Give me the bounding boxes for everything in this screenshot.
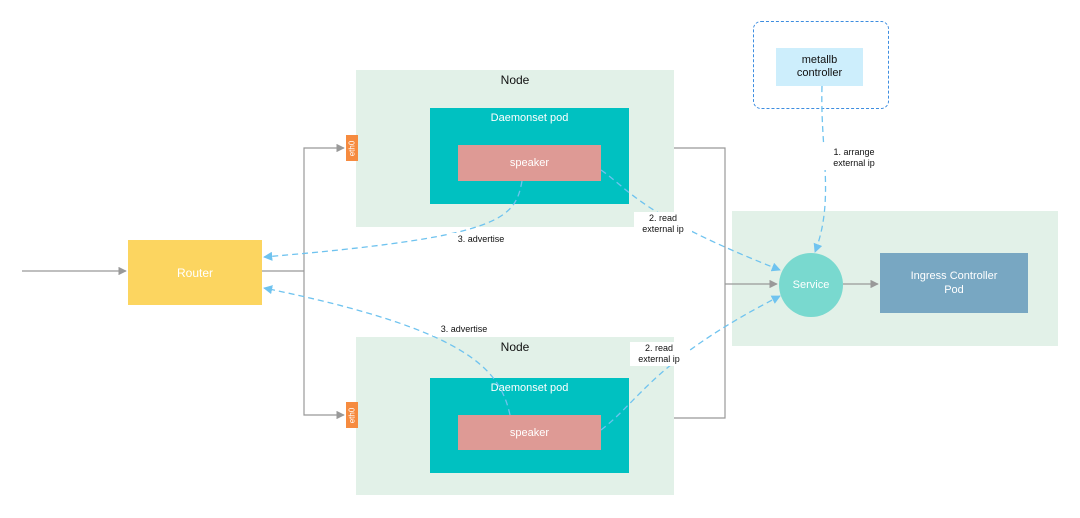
advertise-bottom-arrow — [263, 285, 511, 416]
router-to-eth-top — [303, 143, 345, 271]
arrange-external-ip-arrow — [813, 85, 827, 253]
read-external-ip-bottom-arrow — [600, 295, 781, 431]
advertise-top-arrow — [263, 180, 523, 261]
speaker-top: speaker — [458, 145, 601, 181]
node-top-title: Node — [500, 73, 530, 87]
read-external-ip-top-arrow — [600, 169, 781, 272]
daemonset-pod-top-title: Daemonset pod — [490, 112, 569, 124]
speaker-bottom: speaker — [458, 415, 601, 450]
node-bottom-title: Node — [500, 340, 530, 354]
label-advertise-top: 3. advertise — [450, 233, 512, 246]
service: Service — [779, 253, 843, 317]
eth0-top: eth0 — [346, 135, 358, 161]
node-top-to-service — [674, 147, 726, 284]
metallb-controller-frame — [753, 21, 889, 109]
ingress-controller-pod: Ingress Controller Pod — [880, 253, 1028, 313]
daemonset-pod-bottom-title: Daemonset pod — [490, 382, 569, 394]
label-read-external-ip-top: 2. read external ip — [634, 212, 692, 236]
router-to-eth-bottom — [303, 271, 345, 420]
metallb-controller: metallb controller — [776, 48, 863, 86]
eth0-bottom: eth0 — [346, 402, 358, 428]
label-read-external-ip-bottom: 2. read external ip — [630, 342, 688, 366]
router: Router — [128, 240, 262, 305]
node-bottom-to-service — [674, 284, 726, 419]
label-advertise-bottom: 3. advertise — [433, 323, 495, 336]
label-arrange-external-ip: 1. arrange external ip — [823, 146, 885, 170]
